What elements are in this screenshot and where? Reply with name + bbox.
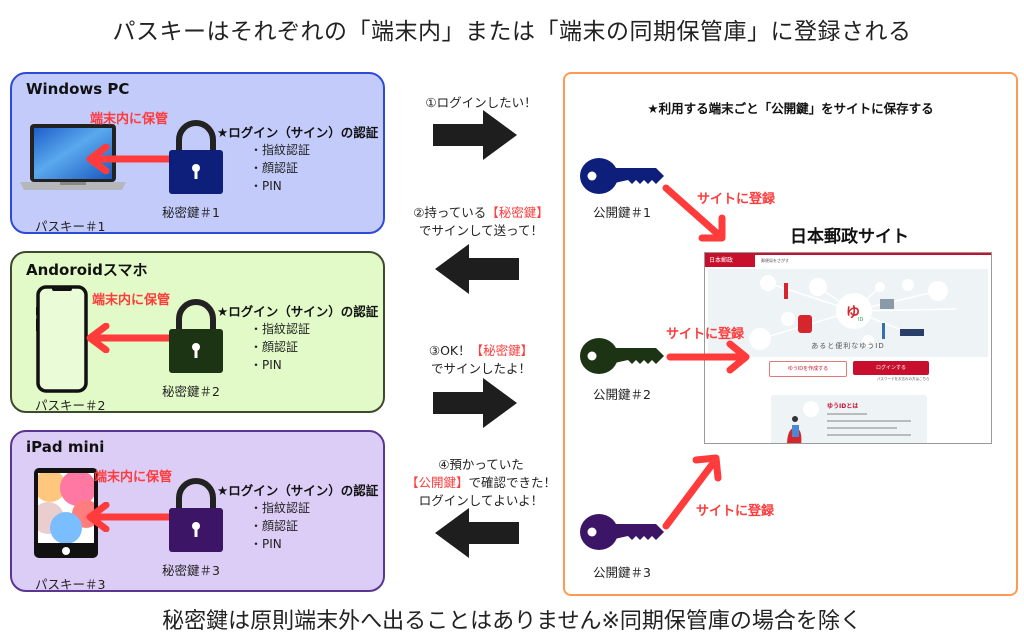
arrow-right-icon bbox=[433, 110, 517, 160]
message-text: ②持っている bbox=[413, 205, 487, 220]
public-key-highlight: 【公開鍵】 bbox=[405, 475, 469, 490]
device-name: Windows PC bbox=[26, 80, 130, 98]
site-header: 日本郵政 郵便局をさがす bbox=[705, 253, 991, 269]
public-key-1-icon bbox=[580, 158, 664, 194]
auth-methods-list: ・指紋認証 ・顔認証 ・PIN bbox=[250, 499, 310, 553]
passkey-label: パスキー＃3 bbox=[35, 577, 106, 592]
hero-network-illustration: ゆ ID bbox=[749, 275, 957, 350]
tablet-icon bbox=[34, 468, 98, 562]
public-key-label: 公開鍵＃2 bbox=[593, 387, 651, 402]
message-text: でサインしたよ！ bbox=[430, 361, 531, 376]
forgot-password-link[interactable]: パスワードをお忘れの方はこちら bbox=[877, 377, 930, 381]
card-text-line bbox=[827, 427, 897, 429]
store-in-device-label: 端末内に保管 bbox=[94, 470, 173, 485]
auth-method: ・顔認証 bbox=[250, 161, 299, 175]
auth-methods-list: ・指紋認証 ・顔認証 ・PIN bbox=[250, 141, 310, 195]
registration-panel-title: ★利用する端末ごと「公開鍵」をサイトに保存する bbox=[647, 101, 934, 116]
card-text-line bbox=[827, 413, 867, 415]
button-label: ログインする bbox=[875, 365, 906, 371]
auth-methods-list: ・指紋認証 ・顔認証 ・PIN bbox=[250, 320, 310, 374]
register-arrow-icon bbox=[666, 340, 750, 374]
card-title: ゆうIDとは bbox=[827, 403, 859, 410]
message-text: で確認できた！ bbox=[468, 475, 557, 490]
auth-method: ・指紋認証 bbox=[250, 143, 311, 157]
flow-step-4-message: ④預かっていた 【公開鍵】で確認できた！ ログインしてよいよ！ bbox=[392, 456, 570, 510]
message-text: でサインして送って！ bbox=[418, 223, 543, 238]
arrow-left-icon bbox=[435, 508, 519, 558]
device-name: iPad mini bbox=[26, 438, 105, 456]
private-key-label: 秘密鍵＃1 bbox=[162, 205, 220, 220]
site-title: 日本郵政サイト bbox=[790, 227, 909, 247]
auth-method: ・PIN bbox=[250, 358, 282, 372]
register-arrow-icon bbox=[662, 184, 726, 242]
flow-step-2-message: ②持っている【秘密鍵】 でサインして送って！ bbox=[392, 204, 570, 240]
card-text-line bbox=[827, 420, 911, 422]
about-yu-id-card: ゆうIDとは bbox=[771, 395, 927, 443]
site-logo: 日本郵政 bbox=[705, 255, 755, 267]
message-text: ④預かっていた bbox=[438, 457, 524, 472]
store-in-device-label: 端末内に保管 bbox=[90, 112, 169, 127]
arrow-left-icon bbox=[435, 244, 519, 294]
public-key-2-icon bbox=[580, 338, 664, 374]
register-label: サイトに登録 bbox=[696, 504, 775, 519]
public-key-label: 公開鍵＃3 bbox=[593, 565, 651, 580]
private-key-highlight: 【秘密鍵】 bbox=[486, 205, 549, 220]
private-key-lock-icon bbox=[169, 118, 223, 200]
svg-text:ゆ: ゆ bbox=[846, 305, 860, 321]
register-label: サイトに登録 bbox=[666, 327, 745, 342]
card-text-line bbox=[827, 434, 911, 436]
auth-method: ・顔認証 bbox=[250, 519, 299, 533]
private-key-lock-icon bbox=[169, 476, 223, 558]
auth-title: ★ログイン（サイン）の認証 bbox=[217, 483, 379, 498]
private-key-label: 秘密鍵＃2 bbox=[162, 384, 220, 399]
private-key-lock-icon bbox=[169, 297, 223, 379]
store-in-device-label: 端末内に保管 bbox=[92, 293, 171, 308]
smartphone-icon bbox=[36, 285, 92, 397]
auth-method: ・指紋認証 bbox=[250, 501, 311, 515]
message-text: ③OK！ bbox=[428, 343, 471, 358]
device-panel-ipad-mini: iPad mini 端末内に保管 ★ログイン（サイン）の認証 ・指 bbox=[10, 430, 385, 592]
store-arrow-icon bbox=[86, 502, 174, 532]
public-key-3-icon bbox=[580, 514, 664, 550]
site-buttons: ゆうIDを作成する ログインする パスワードをお忘れの方はこちら bbox=[705, 357, 991, 383]
device-panel-android: Andoroidスマホ 端末内に保管 ★ログイン（サイン）の認証 ・指紋認証 ・… bbox=[10, 251, 385, 413]
message-text: ①ログインしたい！ bbox=[425, 95, 537, 110]
private-key-highlight: 【秘密鍵】 bbox=[470, 343, 534, 358]
store-arrow-icon bbox=[86, 144, 174, 174]
diagram-footer-note: 秘密鍵は原則端末外へ出ることはありません※同期保管庫の場合を除く bbox=[162, 609, 862, 634]
device-panel-windows-pc: Windows PC 端末内に保管 ★ログイン（サイン）の認証 ・指紋認証 ・顔… bbox=[10, 72, 385, 234]
diagram-title: パスキーはそれぞれの「端末内」または「端末の同期保管庫」に登録される bbox=[112, 19, 912, 45]
auth-method: ・指紋認証 bbox=[250, 322, 311, 336]
auth-method: ・顔認証 bbox=[250, 340, 299, 354]
arrow-right-icon bbox=[433, 378, 517, 428]
id-mark: ID bbox=[858, 317, 863, 323]
auth-title: ★ログイン（サイン）の認証 bbox=[217, 304, 379, 319]
message-text: ログインしてよいよ！ bbox=[418, 493, 544, 508]
button-label: ゆうIDを作成する bbox=[787, 366, 829, 372]
passkey-label: パスキー＃2 bbox=[35, 398, 106, 413]
auth-method: ・PIN bbox=[250, 537, 282, 551]
private-key-label: 秘密鍵＃3 bbox=[162, 563, 220, 578]
person-illustration bbox=[787, 401, 819, 443]
register-label: サイトに登録 bbox=[697, 192, 776, 207]
flow-step-3-message: ③OK！【秘密鍵】 でサインしたよ！ bbox=[392, 342, 570, 378]
hero-text: あると便利なゆうID bbox=[811, 342, 885, 350]
japan-post-site-preview: 日本郵政 郵便局をさがす ゆ ID あると便利なゆうID ゆうIDを bbox=[704, 252, 992, 444]
site-nav: 郵便局をさがす bbox=[761, 258, 789, 263]
site-hero: ゆ ID あると便利なゆうID bbox=[708, 269, 988, 357]
flow-step-1-message: ①ログインしたい！ bbox=[392, 94, 570, 112]
store-arrow-icon bbox=[86, 323, 174, 353]
create-yu-id-button[interactable]: ゆうIDを作成する bbox=[769, 361, 847, 377]
auth-method: ・PIN bbox=[250, 179, 282, 193]
passkey-label: パスキー＃1 bbox=[35, 219, 106, 234]
register-arrow-icon bbox=[662, 454, 722, 530]
auth-title: ★ログイン（サイン）の認証 bbox=[217, 125, 379, 140]
device-name: Andoroidスマホ bbox=[26, 261, 148, 279]
public-key-label: 公開鍵＃1 bbox=[593, 205, 651, 220]
login-button[interactable]: ログインする bbox=[853, 361, 929, 375]
